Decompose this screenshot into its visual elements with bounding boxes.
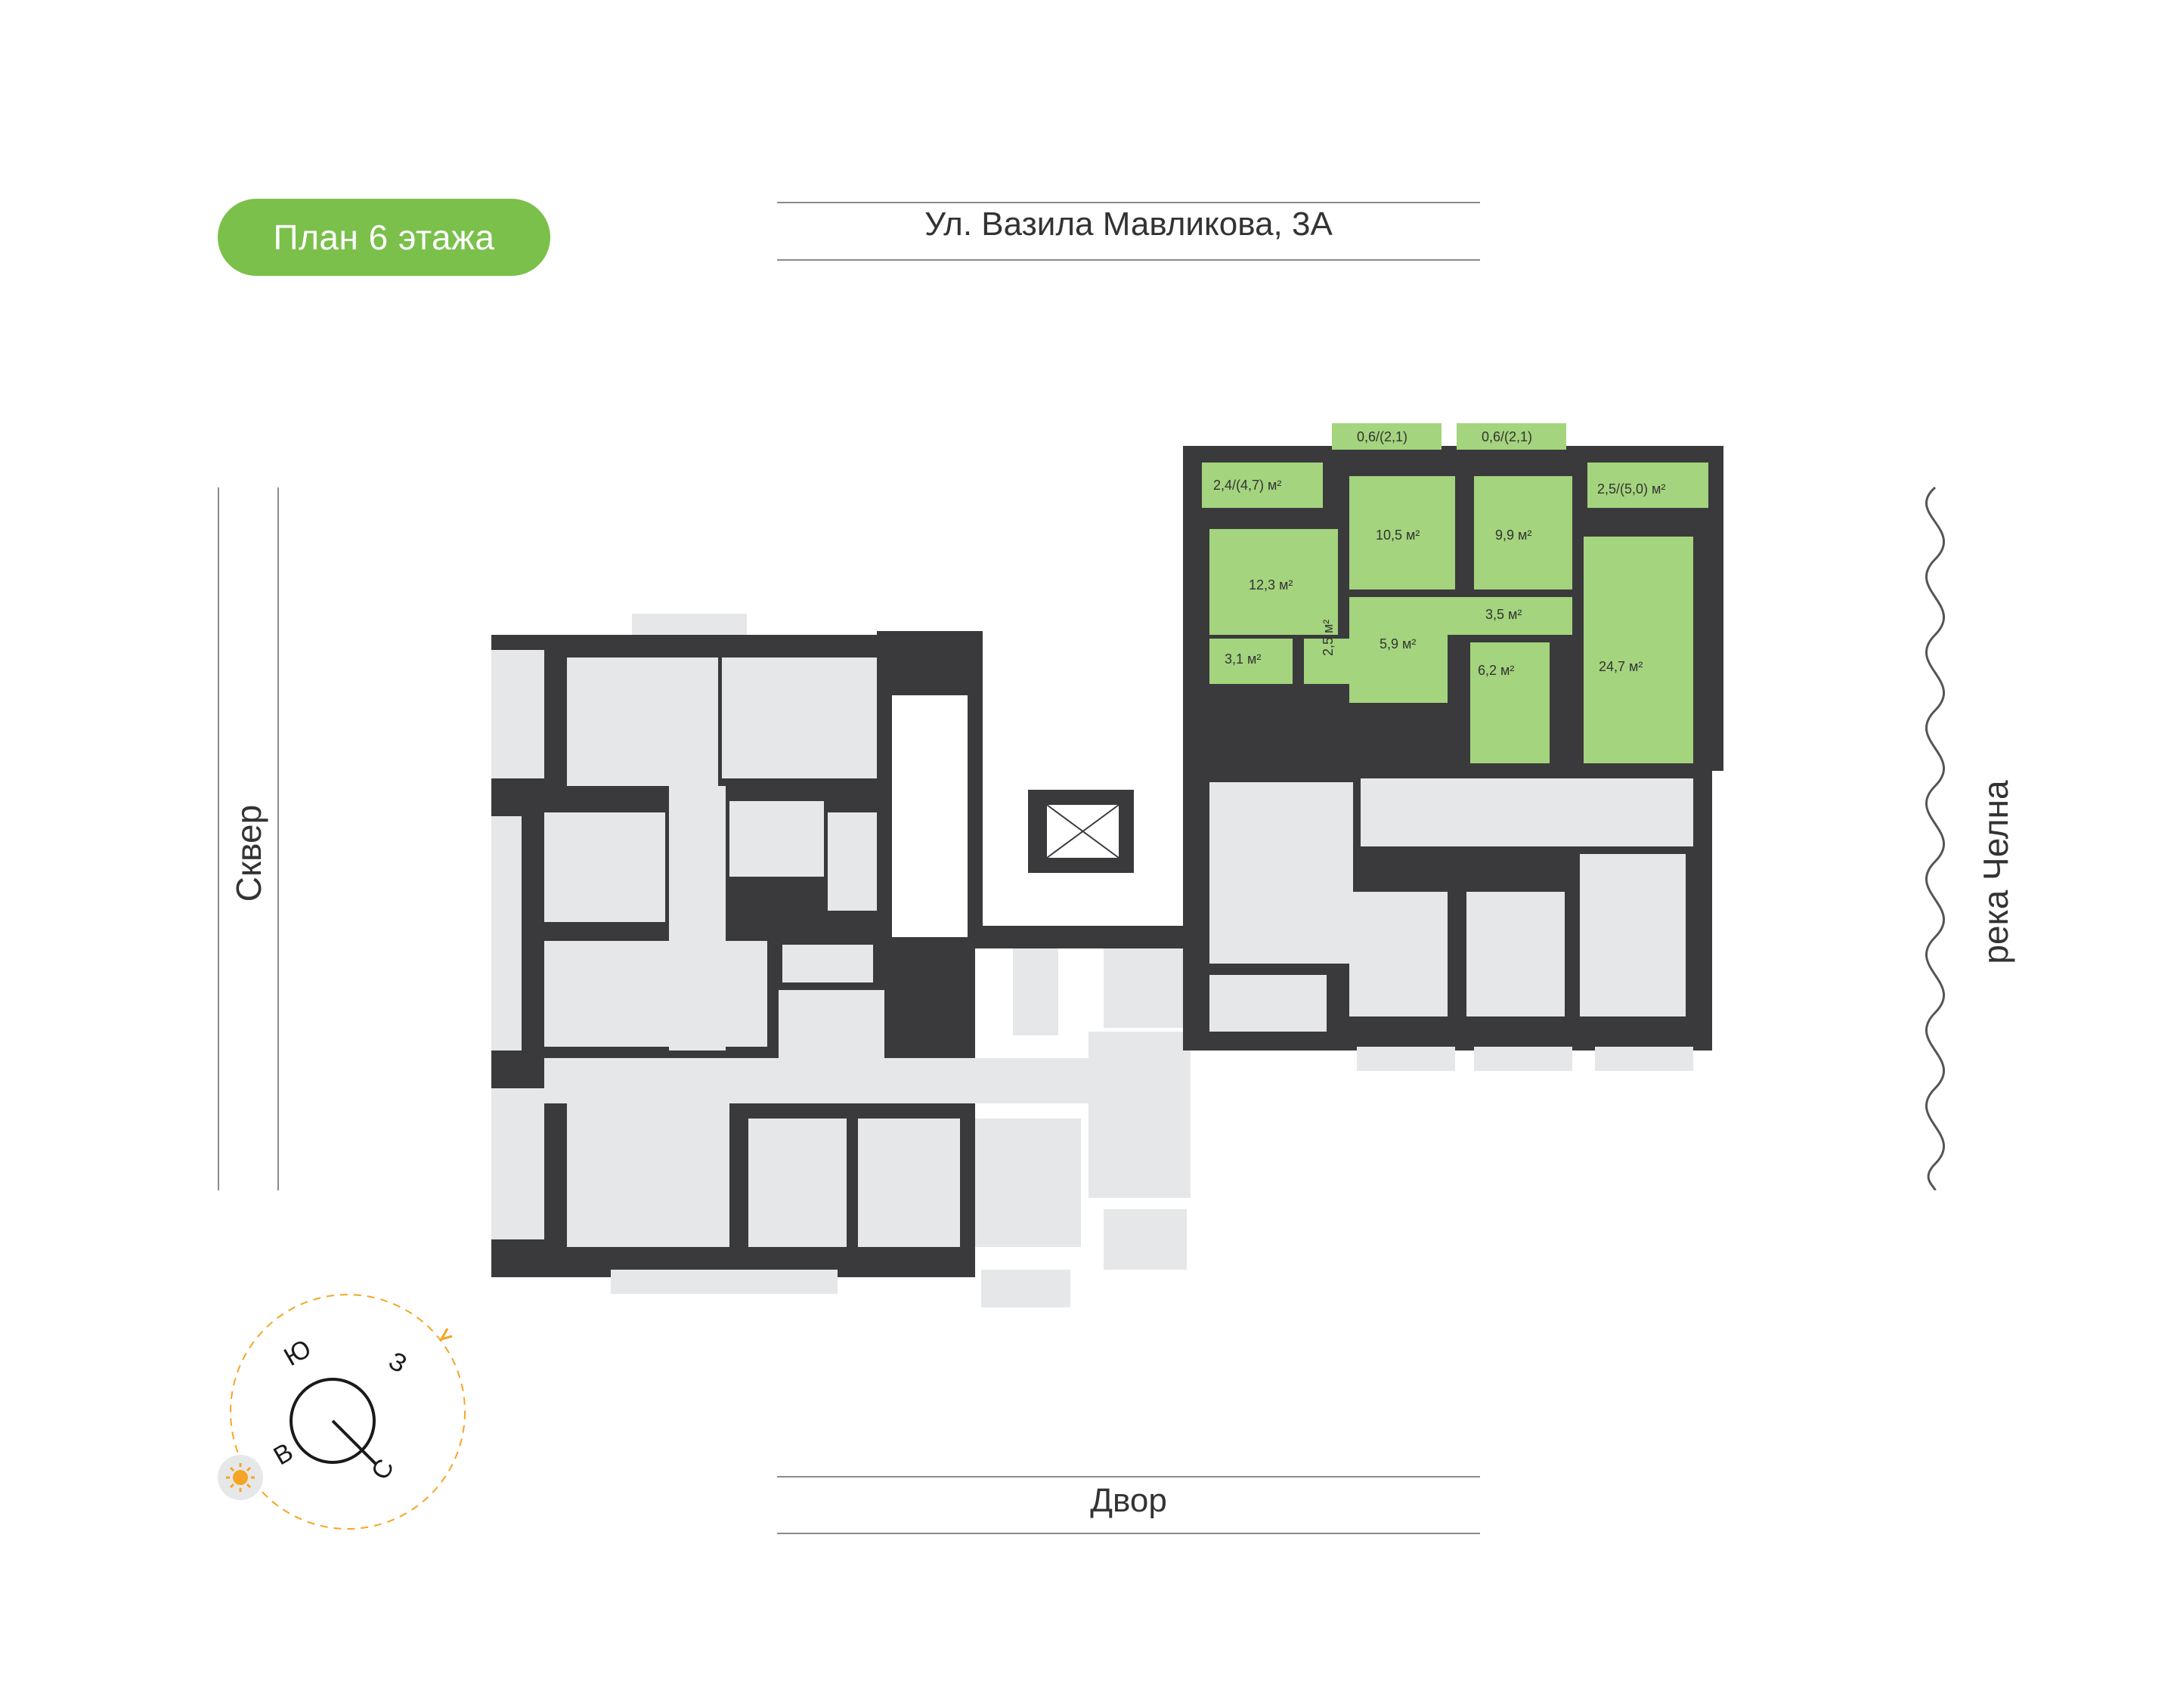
right-balcony-1 xyxy=(1357,1047,1455,1071)
sun-rays xyxy=(226,1463,255,1492)
area-storage: 3,1 м² xyxy=(1225,651,1261,667)
elevator-x2 xyxy=(1046,804,1119,859)
apt-balcony-1 xyxy=(1332,423,1442,450)
right-room-3 xyxy=(1580,854,1686,1016)
left-wet-2 xyxy=(828,812,881,911)
apt-hall xyxy=(1349,597,1448,703)
river-line xyxy=(1925,486,1946,1191)
left-room-1 xyxy=(567,658,718,786)
apt-corridor xyxy=(1448,597,1572,635)
left-room-9 xyxy=(975,1119,1081,1247)
floor-label: План 6 этажа xyxy=(273,218,495,257)
area-bath-1: 2,5 м² xyxy=(1321,620,1336,656)
north-line-top xyxy=(777,202,1480,203)
area-loggia-right: 2,5/(5,0) м² xyxy=(1597,481,1665,497)
compass-w: В xyxy=(269,1437,299,1471)
west-loggia-1 xyxy=(491,650,544,778)
left-room-2 xyxy=(722,658,881,778)
street-north: Ул. Вазила Мавликова, 3А xyxy=(924,206,1333,243)
apt-bath-2 xyxy=(1470,642,1550,763)
area-hall: 5,9 м² xyxy=(1380,636,1416,651)
west-line-left xyxy=(218,487,219,1190)
west-loggia-3 xyxy=(491,1088,544,1239)
apt-bedroom-1 xyxy=(1349,476,1455,589)
core-entry xyxy=(983,631,1191,767)
right-room-2 xyxy=(1466,892,1565,1016)
floor-badge: План 6 этажа xyxy=(218,199,550,276)
left-corridor xyxy=(544,1058,1179,1103)
apt-bath-1 xyxy=(1304,639,1349,684)
left-room-6 xyxy=(567,1103,729,1247)
left-balcony-top xyxy=(632,614,747,635)
compass-needle xyxy=(331,1419,377,1465)
area-bedroom-2: 9,9 м² xyxy=(1495,528,1531,543)
left-wet-3 xyxy=(782,945,873,982)
west-loggia-2 xyxy=(491,816,522,1050)
right-room-kitchen xyxy=(1209,782,1353,964)
compass-n: Ю xyxy=(279,1334,316,1372)
apt-room-left xyxy=(1209,529,1338,635)
area-living: 24,7 м² xyxy=(1599,659,1643,674)
area-loggia-left: 2,4/(4,7) м² xyxy=(1213,478,1281,493)
area-balcony-1: 0,6/(2,1) xyxy=(1357,429,1407,444)
street-south: Двор xyxy=(1090,1482,1167,1519)
apt-loggia-left xyxy=(1202,463,1323,508)
area-bath-2: 6,2 м² xyxy=(1478,663,1514,678)
core-hall xyxy=(892,695,968,937)
right-room-4 xyxy=(1209,975,1327,1032)
right-room-1 xyxy=(1349,892,1448,1016)
left-kitchen-1 xyxy=(707,941,767,1047)
right-balcony-3 xyxy=(1595,1047,1693,1071)
right-corridor xyxy=(1361,778,1693,846)
left-room-10 xyxy=(1088,1032,1191,1198)
left-wet-1 xyxy=(729,801,824,877)
south-line-bottom xyxy=(777,1533,1480,1534)
left-room-4 xyxy=(544,812,665,922)
left-wet-4 xyxy=(779,990,884,1058)
compass-arrow xyxy=(438,1328,453,1341)
left-balcony-bottom xyxy=(611,1270,838,1294)
apt-living xyxy=(1584,537,1693,763)
area-corridor: 3,5 м² xyxy=(1485,607,1522,622)
compass-orbit xyxy=(230,1294,466,1530)
compass-e: З xyxy=(384,1346,412,1378)
area-balcony-2: 0,6/(2,1) xyxy=(1482,429,1532,444)
left-room-12 xyxy=(1104,945,1187,1028)
area-bedroom-1: 10,5 м² xyxy=(1376,528,1420,543)
apt-bedroom-2 xyxy=(1474,476,1572,589)
compass-dial xyxy=(290,1378,376,1464)
left-room-11 xyxy=(1013,945,1058,1035)
left-room-13 xyxy=(1104,1209,1187,1270)
north-line-bottom xyxy=(777,259,1480,261)
south-line-top xyxy=(777,1476,1480,1477)
left-room-7 xyxy=(748,1119,847,1247)
sun-icon xyxy=(233,1470,248,1485)
apt-storage xyxy=(1209,639,1293,684)
west-line-right xyxy=(277,487,279,1190)
apt-balcony-2 xyxy=(1457,423,1566,450)
area-room-left: 12,3 м² xyxy=(1249,577,1293,593)
left-balcony-bottom-2 xyxy=(981,1270,1070,1307)
right-balcony-2 xyxy=(1474,1047,1572,1071)
apt-loggia-right xyxy=(1587,463,1708,508)
left-room-8 xyxy=(858,1119,960,1247)
